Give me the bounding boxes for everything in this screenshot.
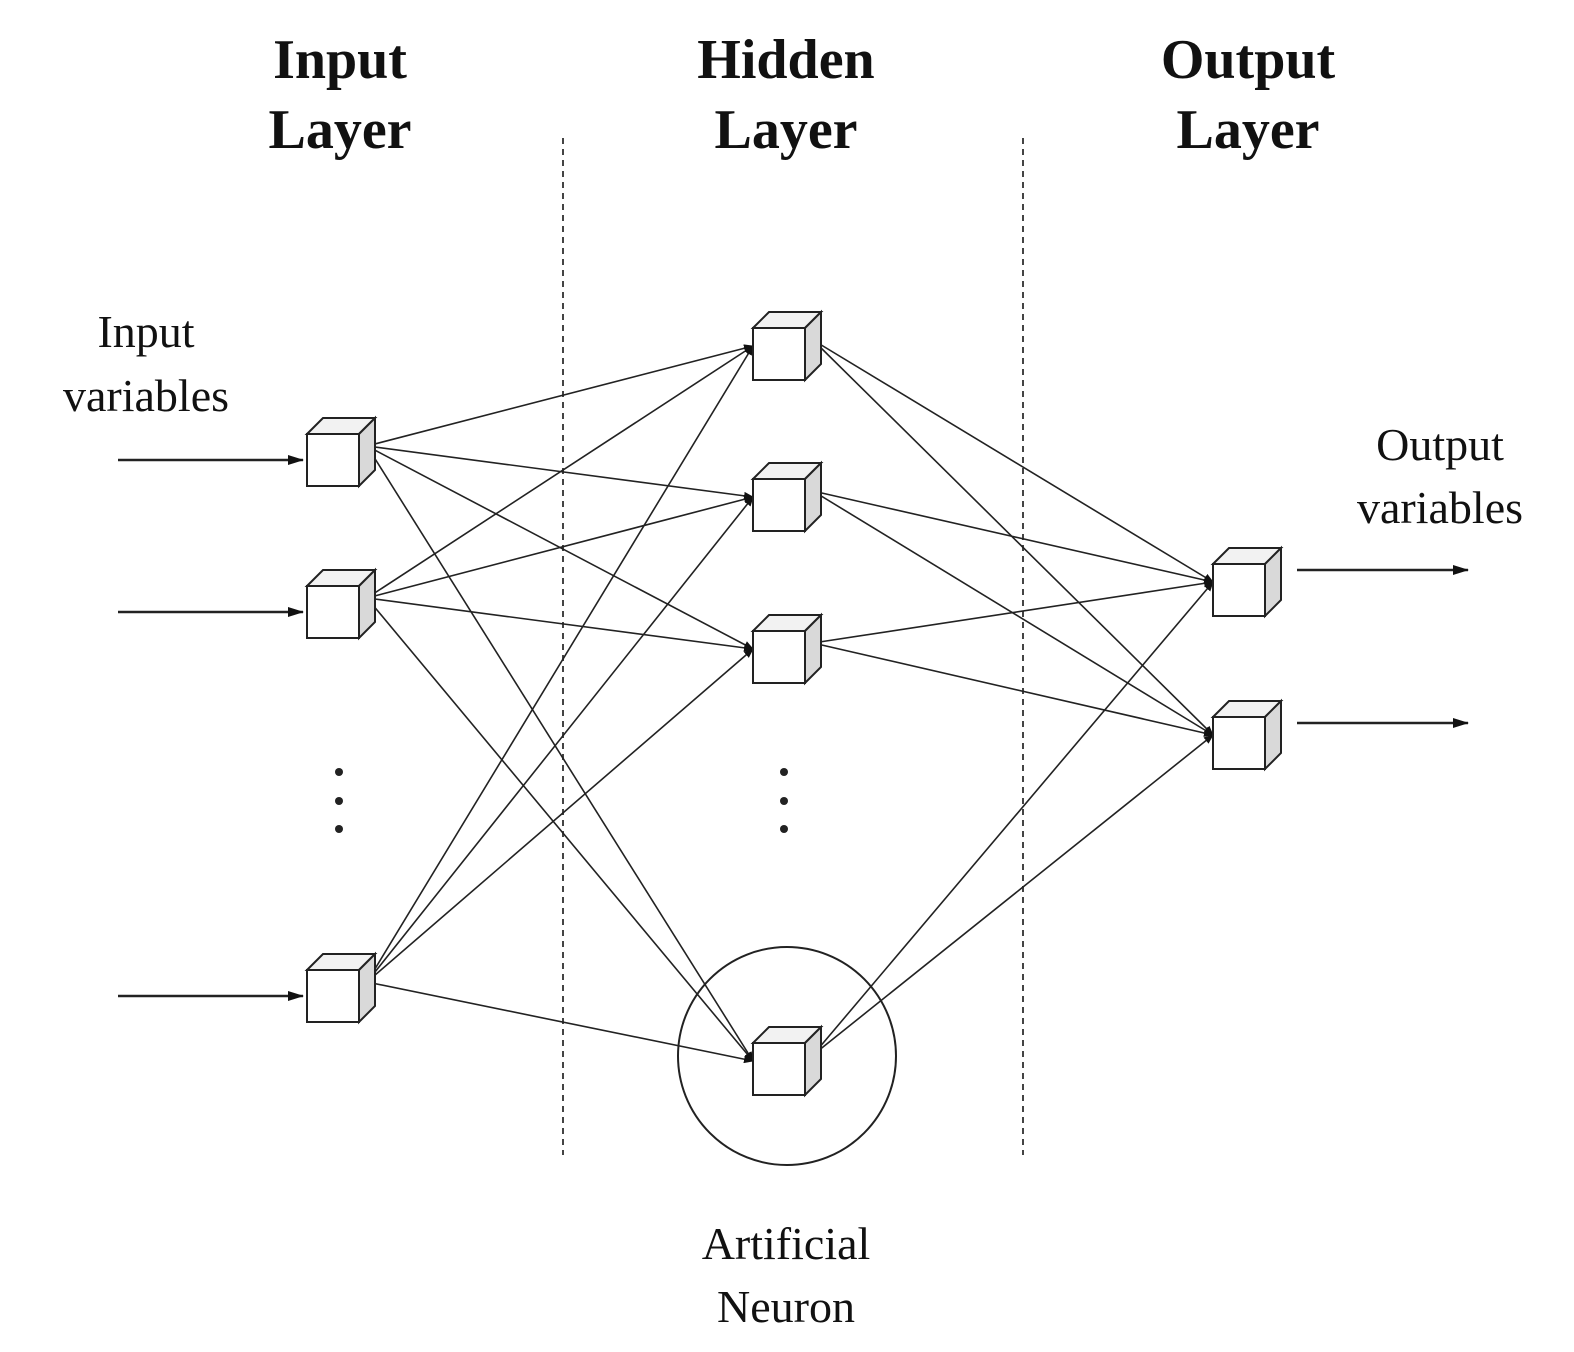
input-ellipsis xyxy=(335,768,343,833)
highlight-layer xyxy=(677,946,897,1166)
input-layer-title-line2: Layer xyxy=(268,99,411,161)
connection-input2-hidden2 xyxy=(366,495,754,599)
hidden-ellipsis-dot-2 xyxy=(780,797,788,805)
connection-hidden4-output1 xyxy=(812,581,1214,1056)
output-layer-title-line2: Layer xyxy=(1176,99,1319,161)
connection-input2-hidden1 xyxy=(366,345,754,599)
connection-input2-hidden4 xyxy=(366,597,754,1062)
hidden-ellipsis-dot-1 xyxy=(780,768,788,776)
hidden-ellipsis-dot-3 xyxy=(780,825,788,833)
hidden-ellipsis xyxy=(780,768,788,833)
output-node-1-front-face xyxy=(1212,563,1266,617)
input-node-1 xyxy=(304,415,378,489)
io-arrows xyxy=(118,455,1469,1001)
output-node-1 xyxy=(1210,545,1284,619)
connection-input2-hidden3 xyxy=(366,597,754,652)
connection-hidden1-output1 xyxy=(812,339,1214,583)
connection-input3-hidden4 xyxy=(366,981,754,1064)
output-node-2-front-face xyxy=(1212,716,1266,770)
connection-input1-hidden1 xyxy=(366,344,754,447)
output-variables-label: Output xyxy=(1376,419,1504,470)
artificial-neuron-label: Artificial xyxy=(702,1218,871,1269)
output-layer-title: Output xyxy=(1161,29,1336,91)
input-node-1-front-face xyxy=(306,433,360,487)
connection-input3-hidden1 xyxy=(366,345,754,983)
hidden-node-1 xyxy=(750,309,824,383)
output-node-2 xyxy=(1210,698,1284,772)
output-variables-label-line2: variables xyxy=(1357,482,1523,533)
ellipses xyxy=(335,768,788,833)
hidden-node-1-front-face xyxy=(752,327,806,381)
hidden-node-4-front-face xyxy=(752,1042,806,1096)
connections xyxy=(366,339,1214,1064)
connection-input1-hidden4 xyxy=(366,445,754,1062)
connection-input3-hidden3 xyxy=(366,648,754,983)
input-ellipsis-dot-2 xyxy=(335,797,343,805)
input-ellipsis-dot-3 xyxy=(335,825,343,833)
connection-hidden3-output1 xyxy=(812,579,1214,644)
connection-input3-hidden2 xyxy=(366,496,754,983)
connection-hidden2-output1 xyxy=(812,490,1214,584)
hidden-node-3 xyxy=(750,612,824,686)
hidden-node-3-front-face xyxy=(752,630,806,684)
nodes xyxy=(304,309,1284,1098)
input-node-3 xyxy=(304,951,378,1025)
input-node-3-front-face xyxy=(306,969,360,1023)
hidden-layer-title-line2: Layer xyxy=(714,99,857,161)
hidden-node-2 xyxy=(750,460,824,534)
connection-hidden4-output2 xyxy=(812,734,1214,1056)
input-layer-title: Input xyxy=(273,29,407,91)
input-variables-label-line2: variables xyxy=(63,370,229,421)
input-variables-label: Input xyxy=(97,306,194,357)
artificial-neuron-label-line2: Neuron xyxy=(717,1281,855,1332)
hidden-layer-title: Hidden xyxy=(697,29,874,91)
connection-hidden1-output2 xyxy=(812,339,1214,736)
artificial-neuron-highlight xyxy=(677,946,897,1166)
input-node-2-front-face xyxy=(306,585,360,639)
input-node-2 xyxy=(304,567,378,641)
input-ellipsis-dot-1 xyxy=(335,768,343,776)
connection-hidden3-output2 xyxy=(812,642,1214,737)
hidden-node-4 xyxy=(750,1024,824,1098)
hidden-node-2-front-face xyxy=(752,478,806,532)
